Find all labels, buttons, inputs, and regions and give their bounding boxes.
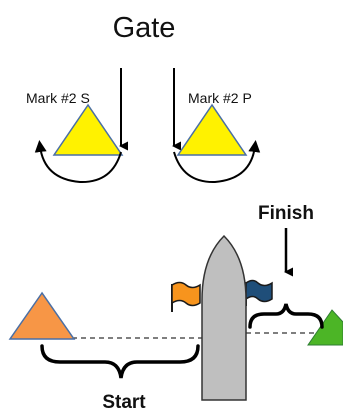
gate-mark-starboard: Mark #2 S bbox=[26, 68, 128, 184]
start-bracket bbox=[40, 344, 200, 379]
finish-bracket bbox=[248, 303, 324, 329]
mark-2s-label: Mark #2 S bbox=[26, 90, 90, 106]
yellow-mark-starboard-triangle bbox=[52, 103, 124, 156]
mark-2p-label: Mark #2 P bbox=[188, 90, 252, 106]
committee-boat bbox=[201, 234, 247, 401]
green-pin-mark-triangle bbox=[307, 309, 343, 346]
blue-flag-icon bbox=[245, 279, 273, 306]
orange-pin-mark-triangle bbox=[8, 291, 76, 340]
orange-flag-icon bbox=[171, 281, 201, 312]
rounding-arrow-port bbox=[173, 140, 261, 184]
rounding-arrow-starboard bbox=[34, 140, 122, 184]
gate-title: Gate bbox=[113, 12, 176, 44]
gate-mark-port: Mark #2 P bbox=[172, 68, 261, 184]
start-label: Start bbox=[102, 392, 146, 413]
finish-label: Finish bbox=[258, 203, 314, 224]
yellow-mark-port-triangle bbox=[176, 103, 248, 156]
